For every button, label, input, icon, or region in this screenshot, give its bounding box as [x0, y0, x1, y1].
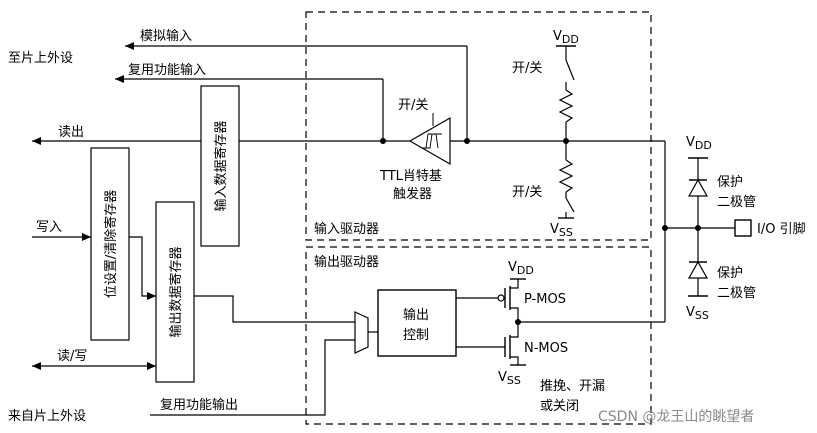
watermark: CSDN @龙王山的眺望者	[598, 409, 754, 425]
input-driver-label: 输入驱动器	[314, 221, 379, 237]
junction-dot	[464, 138, 470, 144]
input-driver-box	[305, 11, 652, 241]
lower-protect-line2: 二极管	[717, 286, 756, 301]
ttl-label-line2: 触发器	[393, 186, 432, 202]
pulldown-vss-label: VSS	[550, 222, 573, 239]
output-driver-label: 输出驱动器	[314, 254, 379, 270]
junction-dot	[380, 138, 386, 144]
alt-func-output-label: 复用功能输出	[160, 397, 238, 413]
pmos-vdd-label: VDD	[508, 260, 534, 277]
pullup-switch-icon	[565, 59, 575, 81]
pmos-source	[510, 279, 519, 289]
diode-vdd-label: VDD	[686, 135, 712, 152]
lower-protection-diode-icon	[687, 260, 709, 279]
output-control-block	[377, 289, 457, 357]
io-pin-icon[interactable]	[734, 219, 752, 237]
read-write-arrow-icon	[147, 362, 156, 370]
odr-to-mux-wire	[194, 295, 355, 323]
nmos-drain	[510, 322, 519, 338]
output-control-line2: 控制	[403, 328, 429, 343]
upper-protect-line2: 二极管	[717, 195, 756, 210]
pulldown-switch-label: 开/关	[512, 185, 542, 200]
alt-func-output-wire	[150, 339, 355, 416]
analog-input-label: 模拟输入	[140, 28, 192, 44]
diode-vss-label: VSS	[686, 305, 709, 322]
lower-protect-line1: 保护	[717, 266, 743, 281]
pullup-resistor-icon	[558, 89, 574, 123]
pmos-bubble-icon	[497, 294, 505, 302]
schmitt-trigger	[408, 116, 451, 166]
pulldown-switch-icon	[565, 197, 575, 213]
pmos-label: P-MOS	[524, 292, 566, 307]
upper-protection-diode-icon	[687, 178, 709, 197]
output-control-line1: 输出	[403, 307, 429, 323]
from-peripheral-label: 来自片上外设	[8, 409, 86, 424]
nmos-label: N-MOS	[524, 341, 568, 356]
pulldown-resistor-icon	[558, 159, 574, 193]
mode-line2: 或关闭	[540, 399, 579, 414]
output-data-register-label: 输出数据寄存器	[168, 246, 184, 337]
mode-line1: 推挽、开漏	[540, 378, 605, 394]
hysteresis-icon	[422, 133, 442, 149]
write-in-label: 写入	[36, 220, 62, 235]
nmos-vss-label: VSS	[498, 370, 521, 387]
nmos-source	[510, 356, 519, 365]
output-mux	[354, 311, 369, 354]
to-peripheral-label: 至片上外设	[8, 51, 73, 66]
upper-protect-line1: 保护	[717, 175, 743, 190]
input-data-register-label: 输入数据寄存器	[213, 120, 229, 211]
output-data-register	[155, 201, 195, 383]
setreset-arrow-icon	[147, 292, 156, 300]
output-driver-box	[305, 246, 652, 425]
pullup-vdd-label: VDD	[553, 29, 579, 46]
set-reset-register-label: 位设置/清除寄存器	[103, 190, 119, 298]
read-out-label: 读出	[58, 125, 84, 140]
write-arrow-icon	[82, 233, 91, 241]
alt-func-input-label: 复用功能输入	[128, 62, 206, 78]
input-data-register	[200, 85, 240, 247]
pmos-drain	[510, 307, 519, 322]
io-pin-label: I/O 引脚	[757, 221, 806, 237]
setreset-to-odr-wire	[129, 236, 156, 297]
read-write-label: 读/写	[57, 349, 87, 364]
pullup-switch-label: 开/关	[512, 61, 542, 76]
ttl-label-line1: TTL肖特基	[379, 169, 442, 184]
trigger-switch-label: 开/关	[398, 98, 428, 113]
set-reset-register	[90, 147, 130, 341]
